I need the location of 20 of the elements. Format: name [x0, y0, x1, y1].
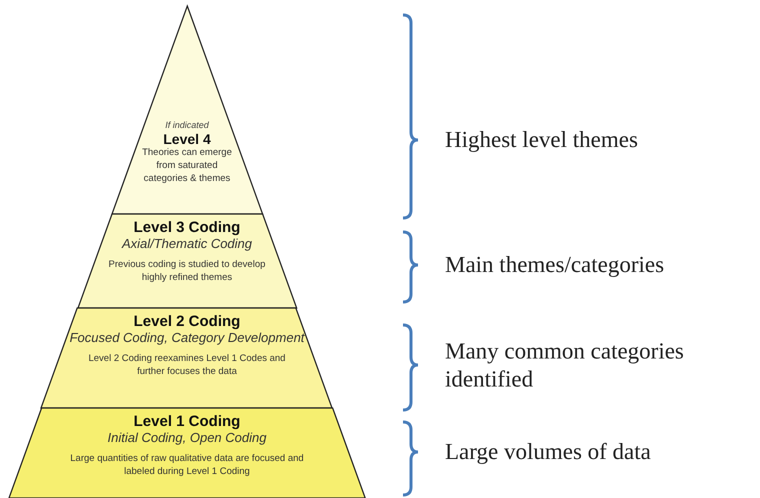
level-text: Initial Coding, Open Coding [107, 430, 266, 445]
level-text: Previous coding is studied to develop highly refined themes [108, 259, 266, 285]
level-text: If indicated [165, 120, 209, 130]
level-description: Main themes/categories [445, 251, 666, 279]
level-text: Level 2 Coding [134, 313, 240, 330]
pyramid-level [41, 308, 333, 408]
level-text: Level 1 Coding [134, 413, 240, 430]
level-text: Large quantities of raw qualitative data are focused and labeled during Level 1 Coding [69, 453, 305, 479]
level-description: Large volumes of data [445, 438, 652, 466]
level-description: Many common categories identified [445, 337, 685, 393]
level-text: Level 3 Coding [134, 219, 240, 236]
pyramid-level [112, 6, 262, 214]
level-description: Highest level themes [445, 126, 639, 154]
level-text: Level 4 [163, 131, 211, 147]
level-text: Theories can emerge from saturated categories & themes [141, 147, 233, 186]
level-text: Focused Coding, Category Development [70, 330, 304, 345]
pyramid-level [78, 214, 296, 308]
pyramid-level [8, 408, 366, 498]
level-text: Level 2 Coding reexamines Level 1 Codes and further focuses the data [87, 353, 286, 379]
level-text: Axial/Thematic Coding [122, 236, 252, 251]
